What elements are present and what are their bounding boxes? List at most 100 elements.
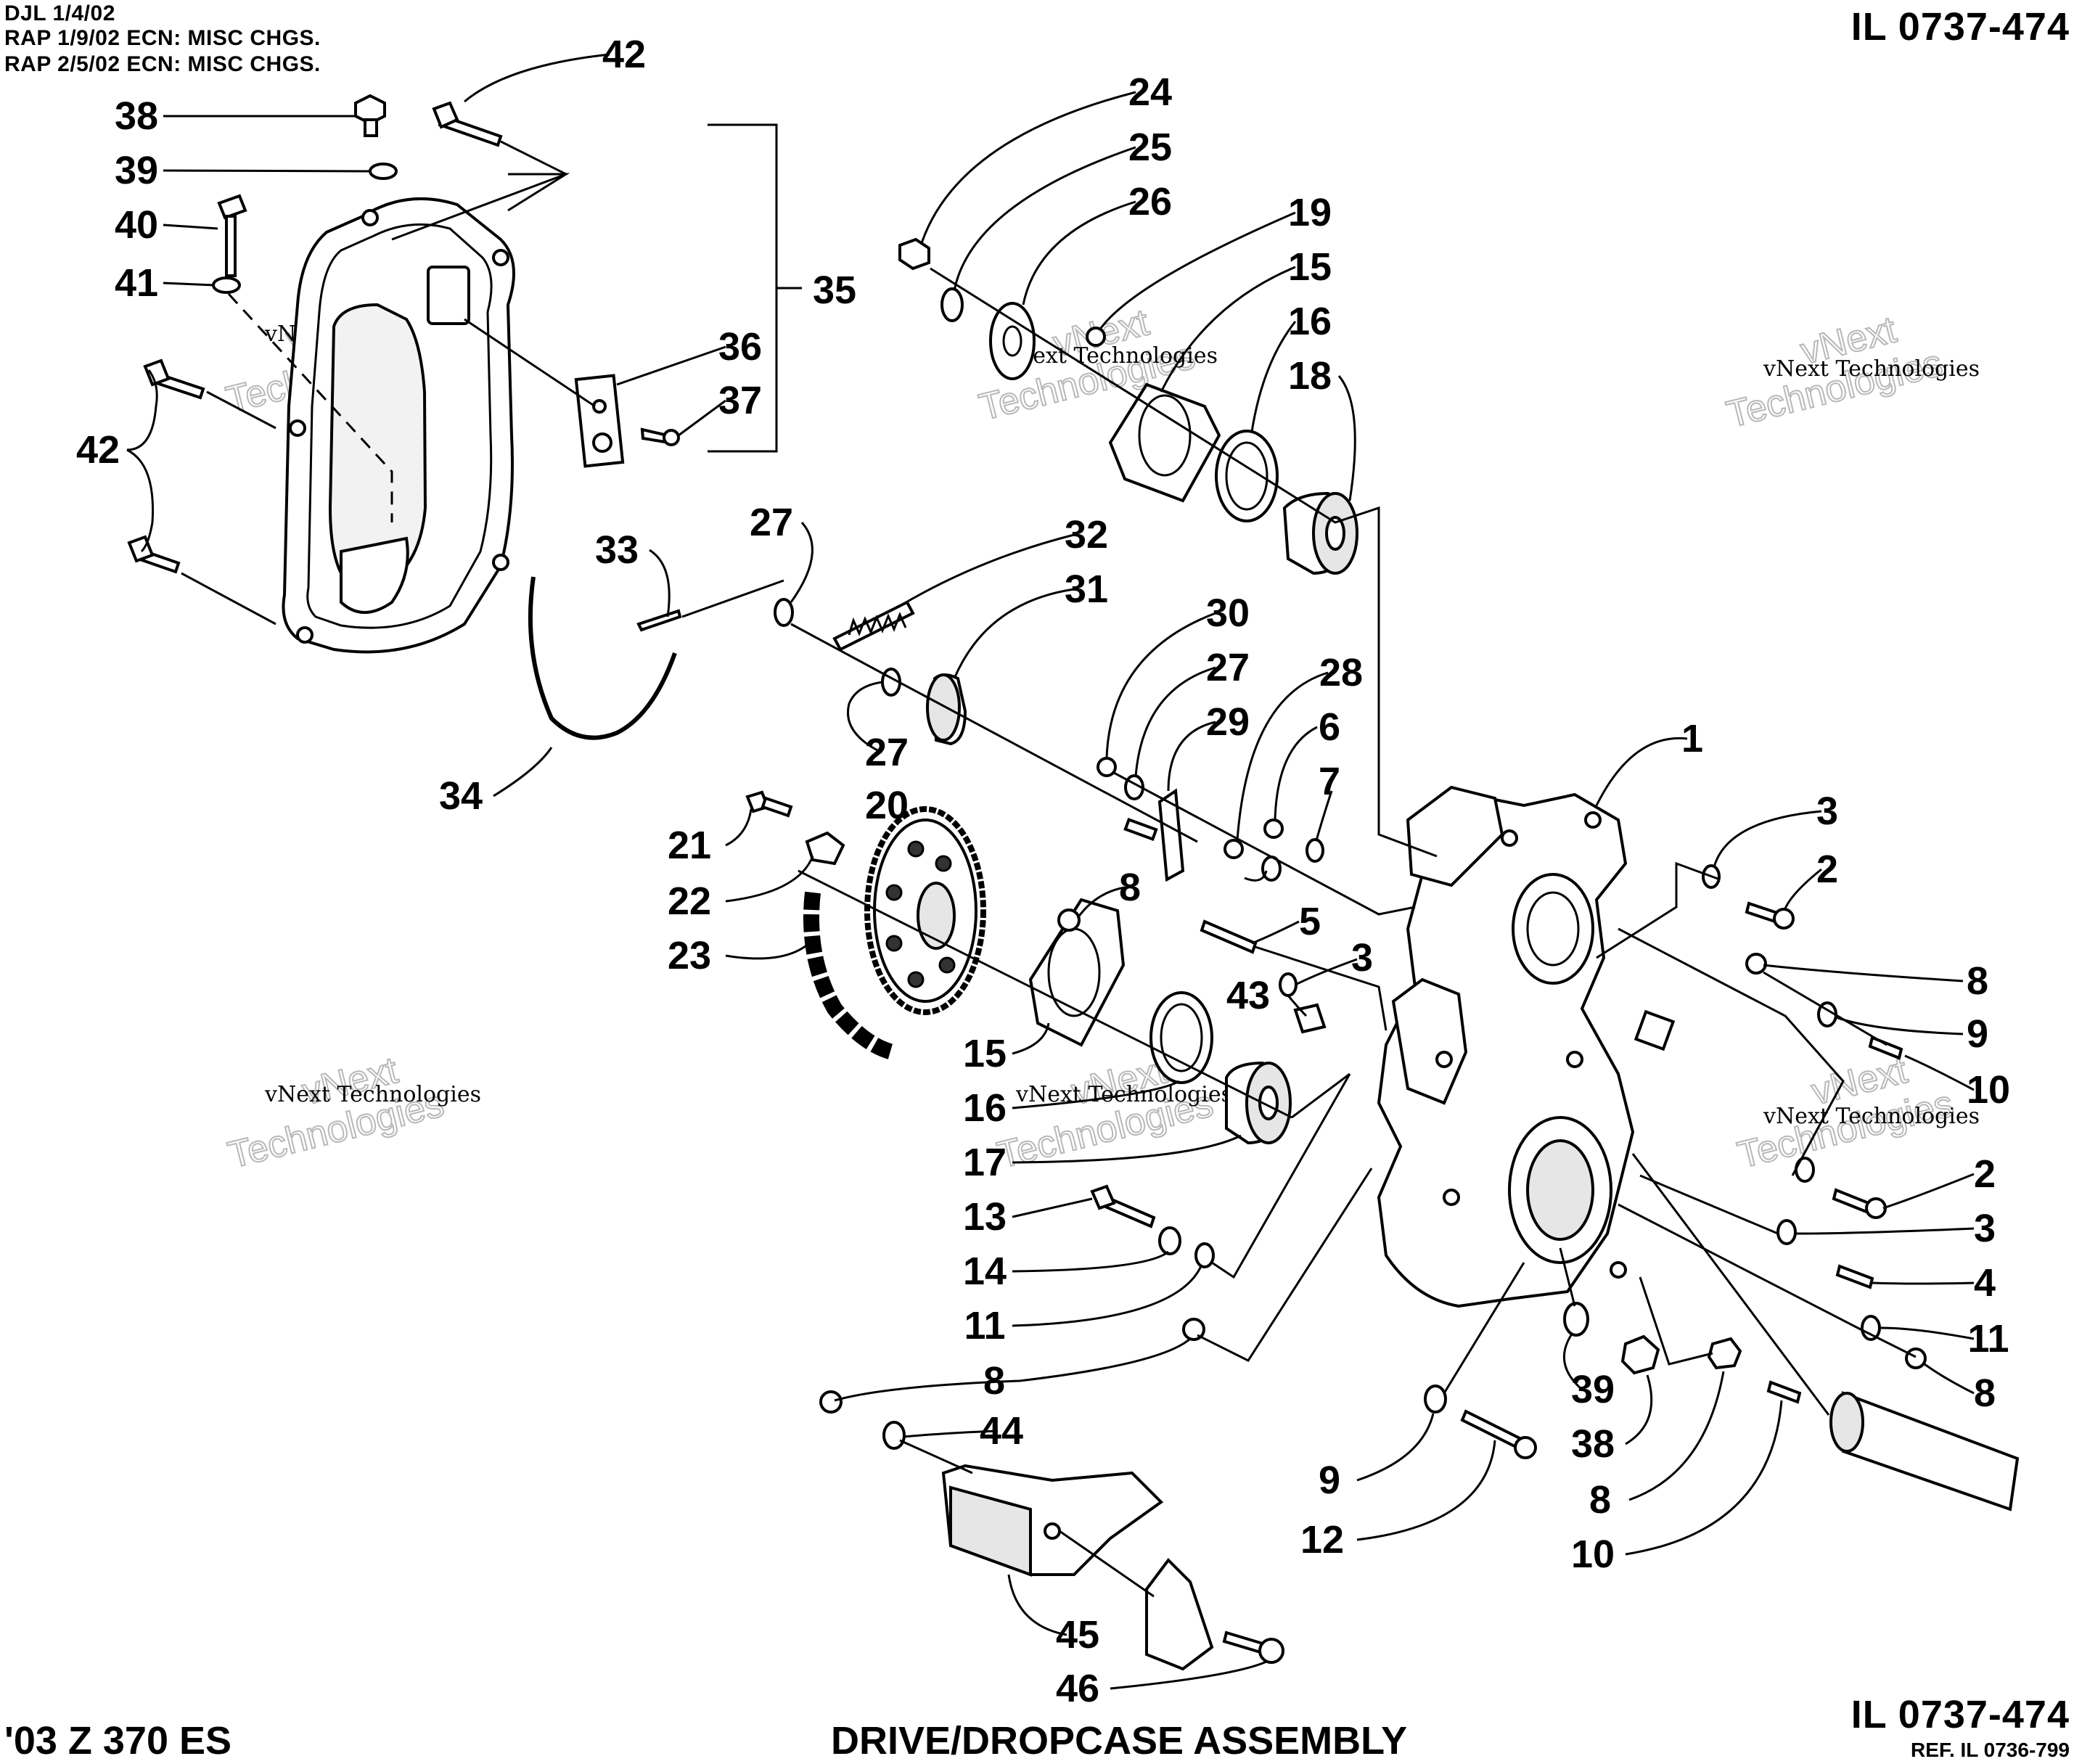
callout-16: 16 [963,1086,1007,1130]
leader-22 [725,856,814,903]
callout-33: 33 [595,528,639,572]
callout-15: 15 [963,1032,1007,1075]
bolt-10-right [1868,1035,1903,1060]
callout-44: 44 [980,1409,1023,1453]
leader-28 [1236,671,1329,841]
housing-hole-1 [1501,829,1518,847]
dipstick-40 [217,194,247,220]
cover-bolt-hole-top [361,209,379,226]
axis-bolt-5 [1255,945,1388,1031]
washer-3-lower [1776,1219,1797,1245]
leader-18 [1337,375,1356,501]
bracket-35 [708,123,802,453]
washer-27-a [774,598,794,627]
leader-32 [899,533,1075,607]
nut-24 [898,237,930,271]
leader-27-a [790,522,813,603]
callout-8: 8 [1974,1371,1996,1415]
nut-8-lower-mid [1707,1337,1742,1370]
callout-19: 19 [1288,191,1332,234]
housing-hole-3 [1435,1051,1453,1068]
housing-upper-bore-inner [1526,891,1580,967]
cover-inner-rim [306,223,493,629]
callout-10: 10 [1571,1533,1615,1576]
housing-upper-bore [1512,873,1594,985]
sprocket-20-hole-6 [938,956,956,974]
illustration-number-bottom: IL 0737-474 [1850,1693,2070,1736]
leader-25 [953,146,1136,291]
leader-39-lower [1562,1334,1583,1391]
leader-44 [903,1429,999,1438]
cover-bolt-hole-left [289,419,306,437]
callout-31: 31 [1065,567,1108,611]
callout-30: 30 [1206,591,1250,635]
callout-39: 39 [1571,1368,1615,1411]
washer-39-lower [1563,1302,1589,1337]
plug-38-lower [1620,1334,1660,1375]
axis-bottom-center [1443,1247,1713,1394]
housing-hole-2 [1584,811,1602,829]
callout-42: 42 [76,428,120,472]
revision-line-1: DJL 1/4/02 [4,1,115,25]
chaincase-cover [282,197,515,654]
callout-27: 27 [750,501,793,544]
leader-5 [1251,920,1300,945]
callout-36: 36 [718,325,762,369]
leader-15-bottom [1012,1022,1050,1055]
screw-37-head [663,429,680,446]
cover-bolt-hole-bottom [296,626,313,644]
callout-23: 23 [668,934,711,977]
washer-25 [940,287,964,322]
housing-hole-5 [1443,1189,1460,1206]
washer-11-left [1194,1242,1215,1268]
callout-4: 4 [1974,1261,1996,1305]
callout-24: 24 [1128,70,1172,114]
leader-30 [1105,612,1216,759]
callout-43: 43 [1226,974,1270,1017]
callout-38: 38 [115,94,158,138]
callout-2: 2 [1816,848,1838,891]
bolt-21-shank [761,796,793,818]
access-plate-36 [574,374,625,468]
axis-arm [1113,771,1416,916]
cover-oval-window [328,303,427,586]
leader-8-b [834,1337,1191,1402]
callout-21: 21 [668,824,711,867]
sprocket-26-body [989,302,1036,380]
leader-34 [493,747,553,797]
housing-left-boss [1391,977,1468,1105]
leader-37 [678,399,726,437]
callout-35: 35 [813,268,856,312]
cover-lower-scoop [340,536,409,614]
leader-27-b [847,681,883,754]
axis-dipstick [227,292,393,522]
sprocket-20-hole-1 [907,840,925,858]
bearing-flange-15-bottom [1028,898,1126,1047]
callout-28: 28 [1319,651,1363,694]
leader-33 [649,549,671,618]
leader-lines [126,53,1975,1690]
dipstick-40-rod [225,215,237,277]
leader-42-left [126,369,158,553]
callout-15: 15 [1288,245,1332,289]
plate-stud [592,432,612,453]
revision-line-2: RAP 1/9/02 ECN: MISC CHGS. [4,26,321,50]
leader-8-right [1763,964,1964,982]
leader-3-mid [1295,958,1358,986]
watermark-4-caption: vNext Technologies [264,1082,481,1107]
callout-14: 14 [963,1250,1007,1293]
leader-31 [953,588,1075,679]
leader-7 [1315,790,1333,841]
callout-3: 3 [1816,789,1838,833]
axis-bearing-17 [1291,1072,1350,1119]
axis-bottom-bracket [899,1168,1373,1598]
plate-hole [592,399,607,414]
sprocket-20-hole-5 [907,971,925,988]
washer-9-lower [1424,1384,1447,1414]
assembly-title: DRIVE/DROPCASE ASSEMBLY [831,1719,1408,1763]
leader-12 [1356,1440,1496,1541]
illustration-number-top: IL 0737-474 [1850,5,2070,49]
sprocket-20 [864,806,986,1015]
callout-9: 9 [1319,1459,1340,1502]
